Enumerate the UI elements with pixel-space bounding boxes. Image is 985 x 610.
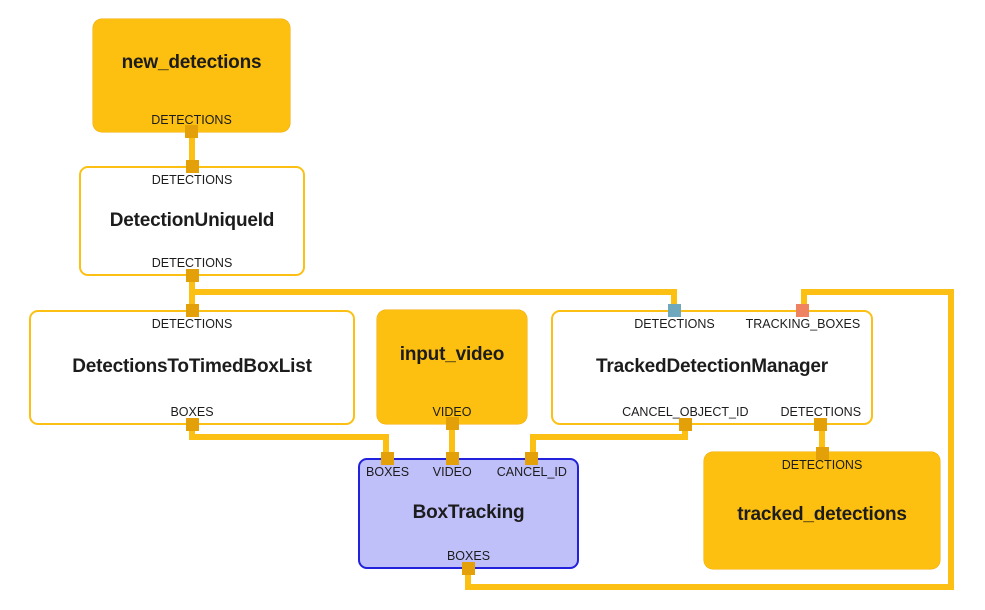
node-tracked-detections-output-ports xyxy=(705,552,939,568)
port-label-boxes[interactable]: BOXES xyxy=(366,465,410,479)
port-label-video[interactable]: VIDEO xyxy=(432,404,472,419)
port-label-cancel-id[interactable]: CANCEL_ID xyxy=(496,465,567,479)
node-new-detections[interactable]: new_detections DETECTIONS xyxy=(93,19,290,138)
node-tracked-detection-manager-title-row: TrackedDetectionManager xyxy=(553,336,871,397)
port-label-detections[interactable]: DETECTIONS xyxy=(781,458,863,472)
node-title: input_video xyxy=(399,343,505,365)
node-title: BoxTracking xyxy=(412,502,525,523)
node-detection-unique-id[interactable]: DETECTIONS DetectionUniqueId DETECTIONS xyxy=(79,160,305,282)
node-detection-unique-id-output-ports: DETECTIONS xyxy=(81,248,303,282)
edge-detectionstotimedboxlist-to-boxtracking xyxy=(189,424,389,459)
port-label-detections[interactable]: DETECTIONS xyxy=(151,173,233,187)
port-label-detections[interactable]: DETECTIONS xyxy=(634,317,715,331)
port-out-detections[interactable] xyxy=(185,124,198,138)
node-input-video-output-ports: VIDEO xyxy=(378,397,526,430)
node-title: DetectionUniqueId xyxy=(109,209,275,231)
node-detection-unique-id-input-ports: DETECTIONS xyxy=(81,160,303,192)
port-in-detections[interactable] xyxy=(667,304,681,317)
node-new-detections-output-ports: DETECTIONS xyxy=(94,105,289,138)
port-label-boxes[interactable]: BOXES xyxy=(170,404,214,419)
node-detections-to-timed-box-list[interactable]: DETECTIONS DetectionsToTimedBoxList BOXE… xyxy=(29,304,355,431)
node-tracked-detection-manager[interactable]: DETECTIONS TRACKING_BOXES TrackedDetecti… xyxy=(551,304,873,431)
port-label-detections[interactable]: DETECTIONS xyxy=(151,255,233,270)
node-box-tracking-input-ports: BOXES VIDEO CANCEL_ID xyxy=(360,452,577,484)
port-in-detections[interactable] xyxy=(815,446,829,460)
edge-detectionuniqueid-to-trackeddetectionmanager xyxy=(189,281,677,307)
node-box-tracking-output-ports: BOXES xyxy=(360,541,577,575)
port-out-detections[interactable] xyxy=(814,418,828,431)
port-in-tracking-boxes[interactable] xyxy=(796,304,810,317)
port-label-tracking-boxes[interactable]: TRACKING_BOXES xyxy=(745,317,861,331)
node-detections-to-timed-box-list-input-ports: DETECTIONS xyxy=(31,304,353,336)
node-new-detections-title-row: new_detections xyxy=(94,20,289,105)
port-label-video[interactable]: VIDEO xyxy=(432,465,472,479)
port-out-cancel-object-id[interactable] xyxy=(678,418,692,431)
node-title: tracked_detections xyxy=(737,504,907,525)
node-input-video-title-row: input_video xyxy=(378,311,526,397)
port-out-boxes[interactable] xyxy=(185,418,199,431)
port-in-detections[interactable] xyxy=(185,160,199,173)
port-in-cancel-id[interactable] xyxy=(525,452,539,465)
node-title: TrackedDetectionManager xyxy=(596,356,828,377)
node-tracked-detections-title-row: tracked_detections xyxy=(705,477,939,552)
port-out-video[interactable] xyxy=(445,416,459,430)
node-box-tracking[interactable]: BOXES VIDEO CANCEL_ID BoxTracking BOXES xyxy=(358,452,579,575)
node-detection-unique-id-title-row: DetectionUniqueId xyxy=(81,192,303,248)
node-tracked-detections[interactable]: DETECTIONS tracked_detections xyxy=(704,446,940,569)
node-detections-to-timed-box-list-output-ports: BOXES xyxy=(31,397,353,431)
node-title: new_detections xyxy=(121,52,262,73)
port-in-detections[interactable] xyxy=(185,304,199,317)
node-tracked-detections-input-ports: DETECTIONS xyxy=(705,446,939,477)
node-tracked-detection-manager-input-ports: DETECTIONS TRACKING_BOXES xyxy=(553,304,871,336)
node-box-tracking-title-row: BoxTracking xyxy=(360,484,577,541)
port-label-detections[interactable]: DETECTIONS xyxy=(780,404,862,419)
port-label-detections[interactable]: DETECTIONS xyxy=(151,317,233,331)
port-label-cancel-object-id[interactable]: CANCEL_OBJECT_ID xyxy=(622,404,749,419)
node-input-video[interactable]: input_video VIDEO xyxy=(377,310,527,430)
port-in-boxes[interactable] xyxy=(381,452,395,465)
node-detections-to-timed-box-list-title-row: DetectionsToTimedBoxList xyxy=(31,336,353,397)
port-in-video[interactable] xyxy=(445,452,459,465)
port-label-detections[interactable]: DETECTIONS xyxy=(151,112,232,127)
node-title: DetectionsToTimedBoxList xyxy=(72,356,312,377)
port-out-boxes[interactable] xyxy=(462,562,475,575)
node-tracked-detection-manager-output-ports: CANCEL_OBJECT_ID DETECTIONS xyxy=(553,397,871,431)
port-out-detections[interactable] xyxy=(185,269,199,282)
port-label-boxes[interactable]: BOXES xyxy=(446,548,491,563)
edge-trackeddetectionmanager-to-boxtracking-cancel xyxy=(530,424,688,459)
